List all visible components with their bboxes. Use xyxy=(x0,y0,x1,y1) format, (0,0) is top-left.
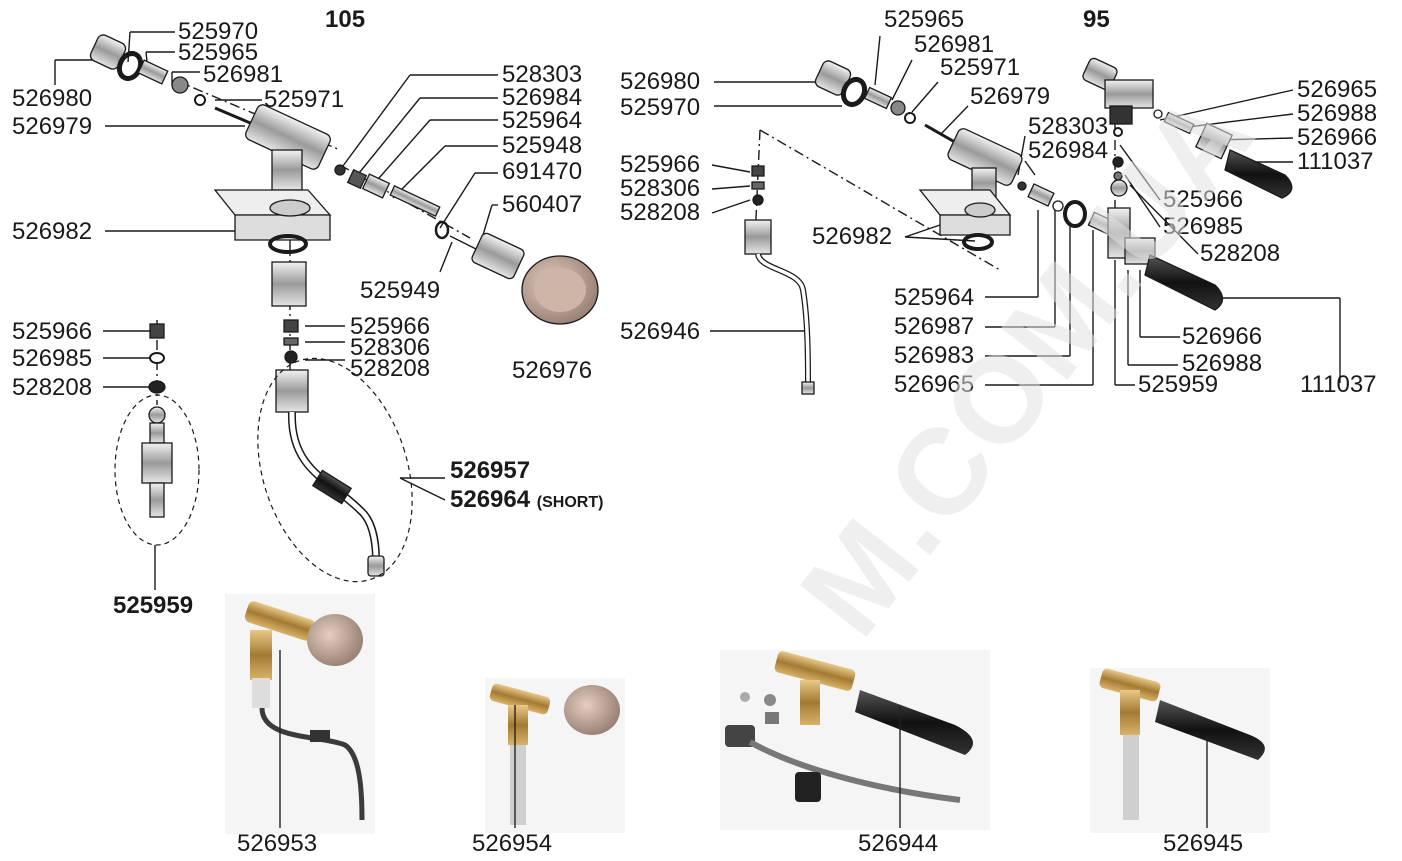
part-label: 526966 xyxy=(1182,323,1263,350)
part-label: 525970 xyxy=(620,94,701,121)
part-label: 526946 xyxy=(620,318,701,345)
right-model-title: 95 xyxy=(1083,6,1110,33)
part-label: 528303 xyxy=(502,61,583,88)
part-label: 526984 xyxy=(1028,137,1109,164)
part-label: 526979 xyxy=(12,113,93,140)
photo-526953 xyxy=(225,594,375,834)
part-label: 526987 xyxy=(894,313,975,340)
part-number: 526964 xyxy=(450,486,531,513)
photo-526954 xyxy=(485,678,625,833)
left-assembly-drawing xyxy=(89,34,599,583)
part-label: 528306 xyxy=(350,334,431,361)
part-label: 526988 xyxy=(1182,350,1263,377)
part-label: 526985 xyxy=(12,345,93,372)
short-note: (SHORT) xyxy=(536,494,604,511)
part-label: 526965 xyxy=(1297,76,1378,103)
part-label: 691470 xyxy=(502,158,583,185)
part-label: 526980 xyxy=(620,68,701,95)
part-label: 525948 xyxy=(502,132,583,159)
part-label: 526982 xyxy=(812,223,893,250)
part-label: 528208 xyxy=(350,355,431,382)
photo-caption: 526953 xyxy=(237,830,318,857)
part-label: 525964 xyxy=(502,107,583,134)
part-label: 526966 xyxy=(1297,124,1378,151)
part-label: 525966 xyxy=(350,313,431,340)
photo-caption: 526944 xyxy=(858,830,939,857)
right-assembly-drawing xyxy=(744,57,1293,395)
part-label: 111037 xyxy=(1300,371,1377,398)
part-label: 525971 xyxy=(264,86,345,113)
part-label: 528303 xyxy=(1028,113,1109,140)
part-label: 526965 xyxy=(894,371,975,398)
part-label: 526981 xyxy=(914,31,995,58)
part-label: 526985 xyxy=(1163,213,1244,240)
part-label: 525966 xyxy=(620,151,701,178)
part-label-bold: 526957 xyxy=(450,457,531,484)
part-label: 526981 xyxy=(203,61,284,88)
part-label: 526976 xyxy=(512,357,593,384)
photo-526944 xyxy=(720,650,990,830)
part-label: 525965 xyxy=(178,39,259,66)
photo-caption: 526954 xyxy=(472,830,553,857)
part-label: 528208 xyxy=(1200,240,1281,267)
left-model-title: 105 xyxy=(325,6,366,33)
part-label: 528306 xyxy=(620,175,701,202)
part-label: 525964 xyxy=(894,284,975,311)
part-label: 525949 xyxy=(360,277,441,304)
part-label: 525965 xyxy=(884,6,965,33)
part-label: 528208 xyxy=(12,374,93,401)
part-label-bold: 525959 xyxy=(113,592,194,619)
part-label: 526988 xyxy=(1297,100,1378,127)
part-label: 526982 xyxy=(12,218,93,245)
part-label: 526980 xyxy=(12,85,93,112)
part-label: 528208 xyxy=(620,199,701,226)
part-label: 111037 xyxy=(1297,148,1374,175)
part-label: 525966 xyxy=(1163,186,1244,213)
part-label: 526984 xyxy=(502,84,583,111)
photo-526945 xyxy=(1090,668,1270,833)
part-label: 526983 xyxy=(894,342,975,369)
part-label: 525959 xyxy=(1138,371,1219,398)
part-label: 526979 xyxy=(970,83,1051,110)
part-label-bold: 526964 (SHORT) xyxy=(450,488,603,515)
part-label: 560407 xyxy=(502,191,583,218)
photo-caption: 526945 xyxy=(1163,830,1244,857)
part-label: 525971 xyxy=(940,54,1021,81)
part-label: 525966 xyxy=(12,318,93,345)
part-label: 525970 xyxy=(178,18,259,45)
